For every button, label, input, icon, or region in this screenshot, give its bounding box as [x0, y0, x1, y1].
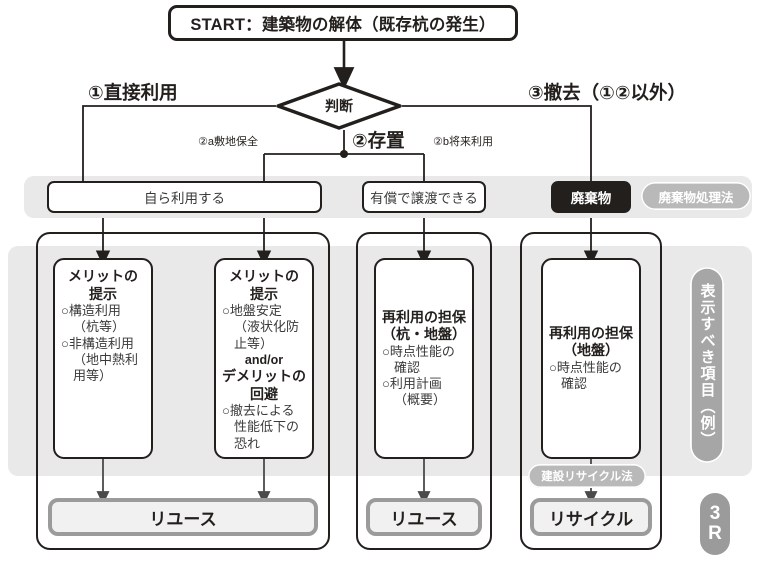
card-line: （杭等）: [73, 319, 126, 335]
branch-label-site-preservation: ②a敷地保全: [198, 136, 258, 148]
status-box-self-use: 自ら利用する: [47, 181, 322, 213]
badge-3r: 3 R: [700, 493, 730, 555]
card-line: ○撤去による: [222, 403, 295, 418]
card-line: ○時点性能の: [549, 359, 622, 375]
card-head-line: 提示: [89, 285, 117, 302]
card-head-line: （杭・地盤）: [382, 326, 466, 342]
group-store-transfer: [356, 232, 492, 550]
card-head-line: メリットの: [229, 268, 299, 284]
decision-label: 判断: [325, 98, 353, 114]
card-head-line: 再利用の担保: [549, 324, 633, 341]
law-pill-waste-management: 廃棄物処理法: [641, 182, 751, 210]
outcome-reuse-left: リユース: [48, 498, 318, 536]
card-line: ○利用計画: [382, 376, 442, 391]
outcome-reuse-mid: リユース: [366, 498, 482, 536]
outcome-recycle: リサイクル: [530, 498, 652, 536]
card-line: 確認: [394, 359, 421, 375]
card-line: ○非構造利用: [61, 335, 134, 351]
card-head-line: 回避: [250, 385, 278, 402]
card-head-line: デメリットの: [222, 368, 306, 384]
card-head-line: 再利用の担保: [382, 308, 466, 325]
card-reuse-assurance-ground: 再利用の担保 （地盤） ○時点性能の 確認: [541, 258, 641, 459]
group-direct-use: [36, 232, 330, 550]
card-line: 用等）: [73, 368, 113, 383]
branch-label-direct: ①直接利用: [88, 82, 178, 103]
card-head-line: メリットの: [68, 268, 138, 284]
card-line: ○時点性能の: [382, 343, 455, 359]
law-pill-construction-recycle: 建設リサイクル法: [528, 464, 646, 488]
card-line: 恐れ: [234, 435, 261, 451]
badge-3r-line1: 3: [709, 503, 721, 525]
card-andor-separator: and/or: [244, 352, 284, 367]
card-line: （概要）: [394, 392, 447, 408]
group-waste: [520, 232, 662, 550]
card-line: （地中熱利: [73, 351, 139, 367]
branch-label-store: ②存置: [352, 130, 405, 151]
card-reuse-assurance-pile-ground: 再利用の担保 （杭・地盤） ○時点性能の 確認 ○利用計画 （概要）: [374, 258, 474, 459]
card-line: （液状化防: [234, 319, 300, 335]
card-line: 確認: [561, 376, 588, 391]
card-head-line: （地盤）: [563, 342, 619, 359]
card-head-line: 提示: [250, 285, 278, 302]
card-line: ○地盤安定: [222, 303, 282, 318]
decision-diamond: 判断: [276, 82, 402, 130]
card-line: ○構造利用: [61, 303, 121, 318]
card-merit-structural: メリットの 提示 ○構造利用 （杭等） ○非構造利用 （地中熱利 用等）: [53, 258, 153, 459]
status-box-waste: 廃棄物: [551, 181, 631, 213]
card-line: 止等）: [234, 335, 274, 351]
status-box-paid-transfer: 有償で譲渡できる: [362, 181, 486, 213]
card-merit-ground: メリットの 提示 ○地盤安定 （液状化防 止等） and/or デメリットの 回…: [214, 258, 314, 459]
start-box: START：建築物の解体（既存杭の発生）: [168, 5, 518, 41]
branch-label-removal: ③撤去（①②以外）: [528, 82, 686, 103]
card-line: 性能低下の: [234, 419, 300, 435]
side-vertical-label: 表示すべき項目（例）: [690, 267, 724, 463]
branch-label-future-use: ②b将来利用: [433, 136, 493, 148]
badge-3r-line2: R: [708, 523, 722, 544]
